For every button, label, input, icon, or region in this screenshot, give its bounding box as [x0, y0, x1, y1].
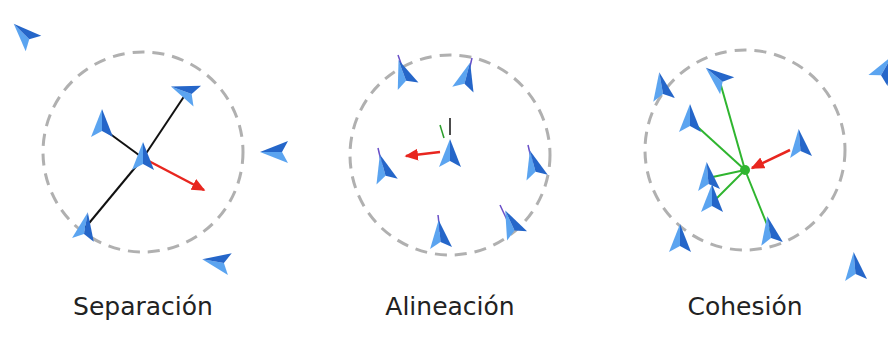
centroid-line [715, 170, 745, 200]
boid-marker [756, 214, 783, 245]
boid-marker [72, 210, 99, 241]
boid-marker [669, 224, 691, 252]
boid-marker [788, 128, 812, 158]
steering-arrow [406, 152, 440, 156]
boid-marker [648, 70, 675, 101]
boid-marker [868, 51, 888, 86]
boid-marker [200, 248, 231, 275]
panel-caption: Separación [73, 292, 213, 321]
boid-marker [260, 141, 288, 163]
boid-marker [369, 152, 397, 185]
boid-marker [388, 56, 418, 90]
boid-marker [679, 104, 701, 132]
neighbour-radius [645, 50, 845, 250]
neighbour-radius [350, 55, 550, 255]
boid-marker [699, 59, 735, 94]
boid-marker [452, 60, 480, 93]
boid-marker [167, 76, 201, 106]
boid-marker [132, 142, 154, 170]
steering-arrow [752, 150, 790, 168]
neighbour-line [143, 95, 185, 158]
boid-marker [6, 16, 41, 51]
boid-marker [519, 148, 547, 181]
centroid-line [720, 82, 745, 170]
heading-tick [449, 118, 451, 135]
boid-marker [843, 251, 867, 281]
boid-marker [428, 219, 452, 249]
boid-marker [91, 109, 113, 137]
boid-marker [701, 184, 723, 212]
centroid-dot [740, 165, 750, 175]
panel-caption: Cohesión [687, 292, 802, 321]
boid-marker [495, 206, 527, 241]
steering-arrow [143, 158, 204, 190]
heading-tick [440, 125, 444, 138]
panel-caption: Alineación [385, 292, 514, 321]
neighbour-radius [43, 52, 243, 252]
boid-marker [696, 161, 720, 191]
boid-marker [439, 139, 461, 167]
